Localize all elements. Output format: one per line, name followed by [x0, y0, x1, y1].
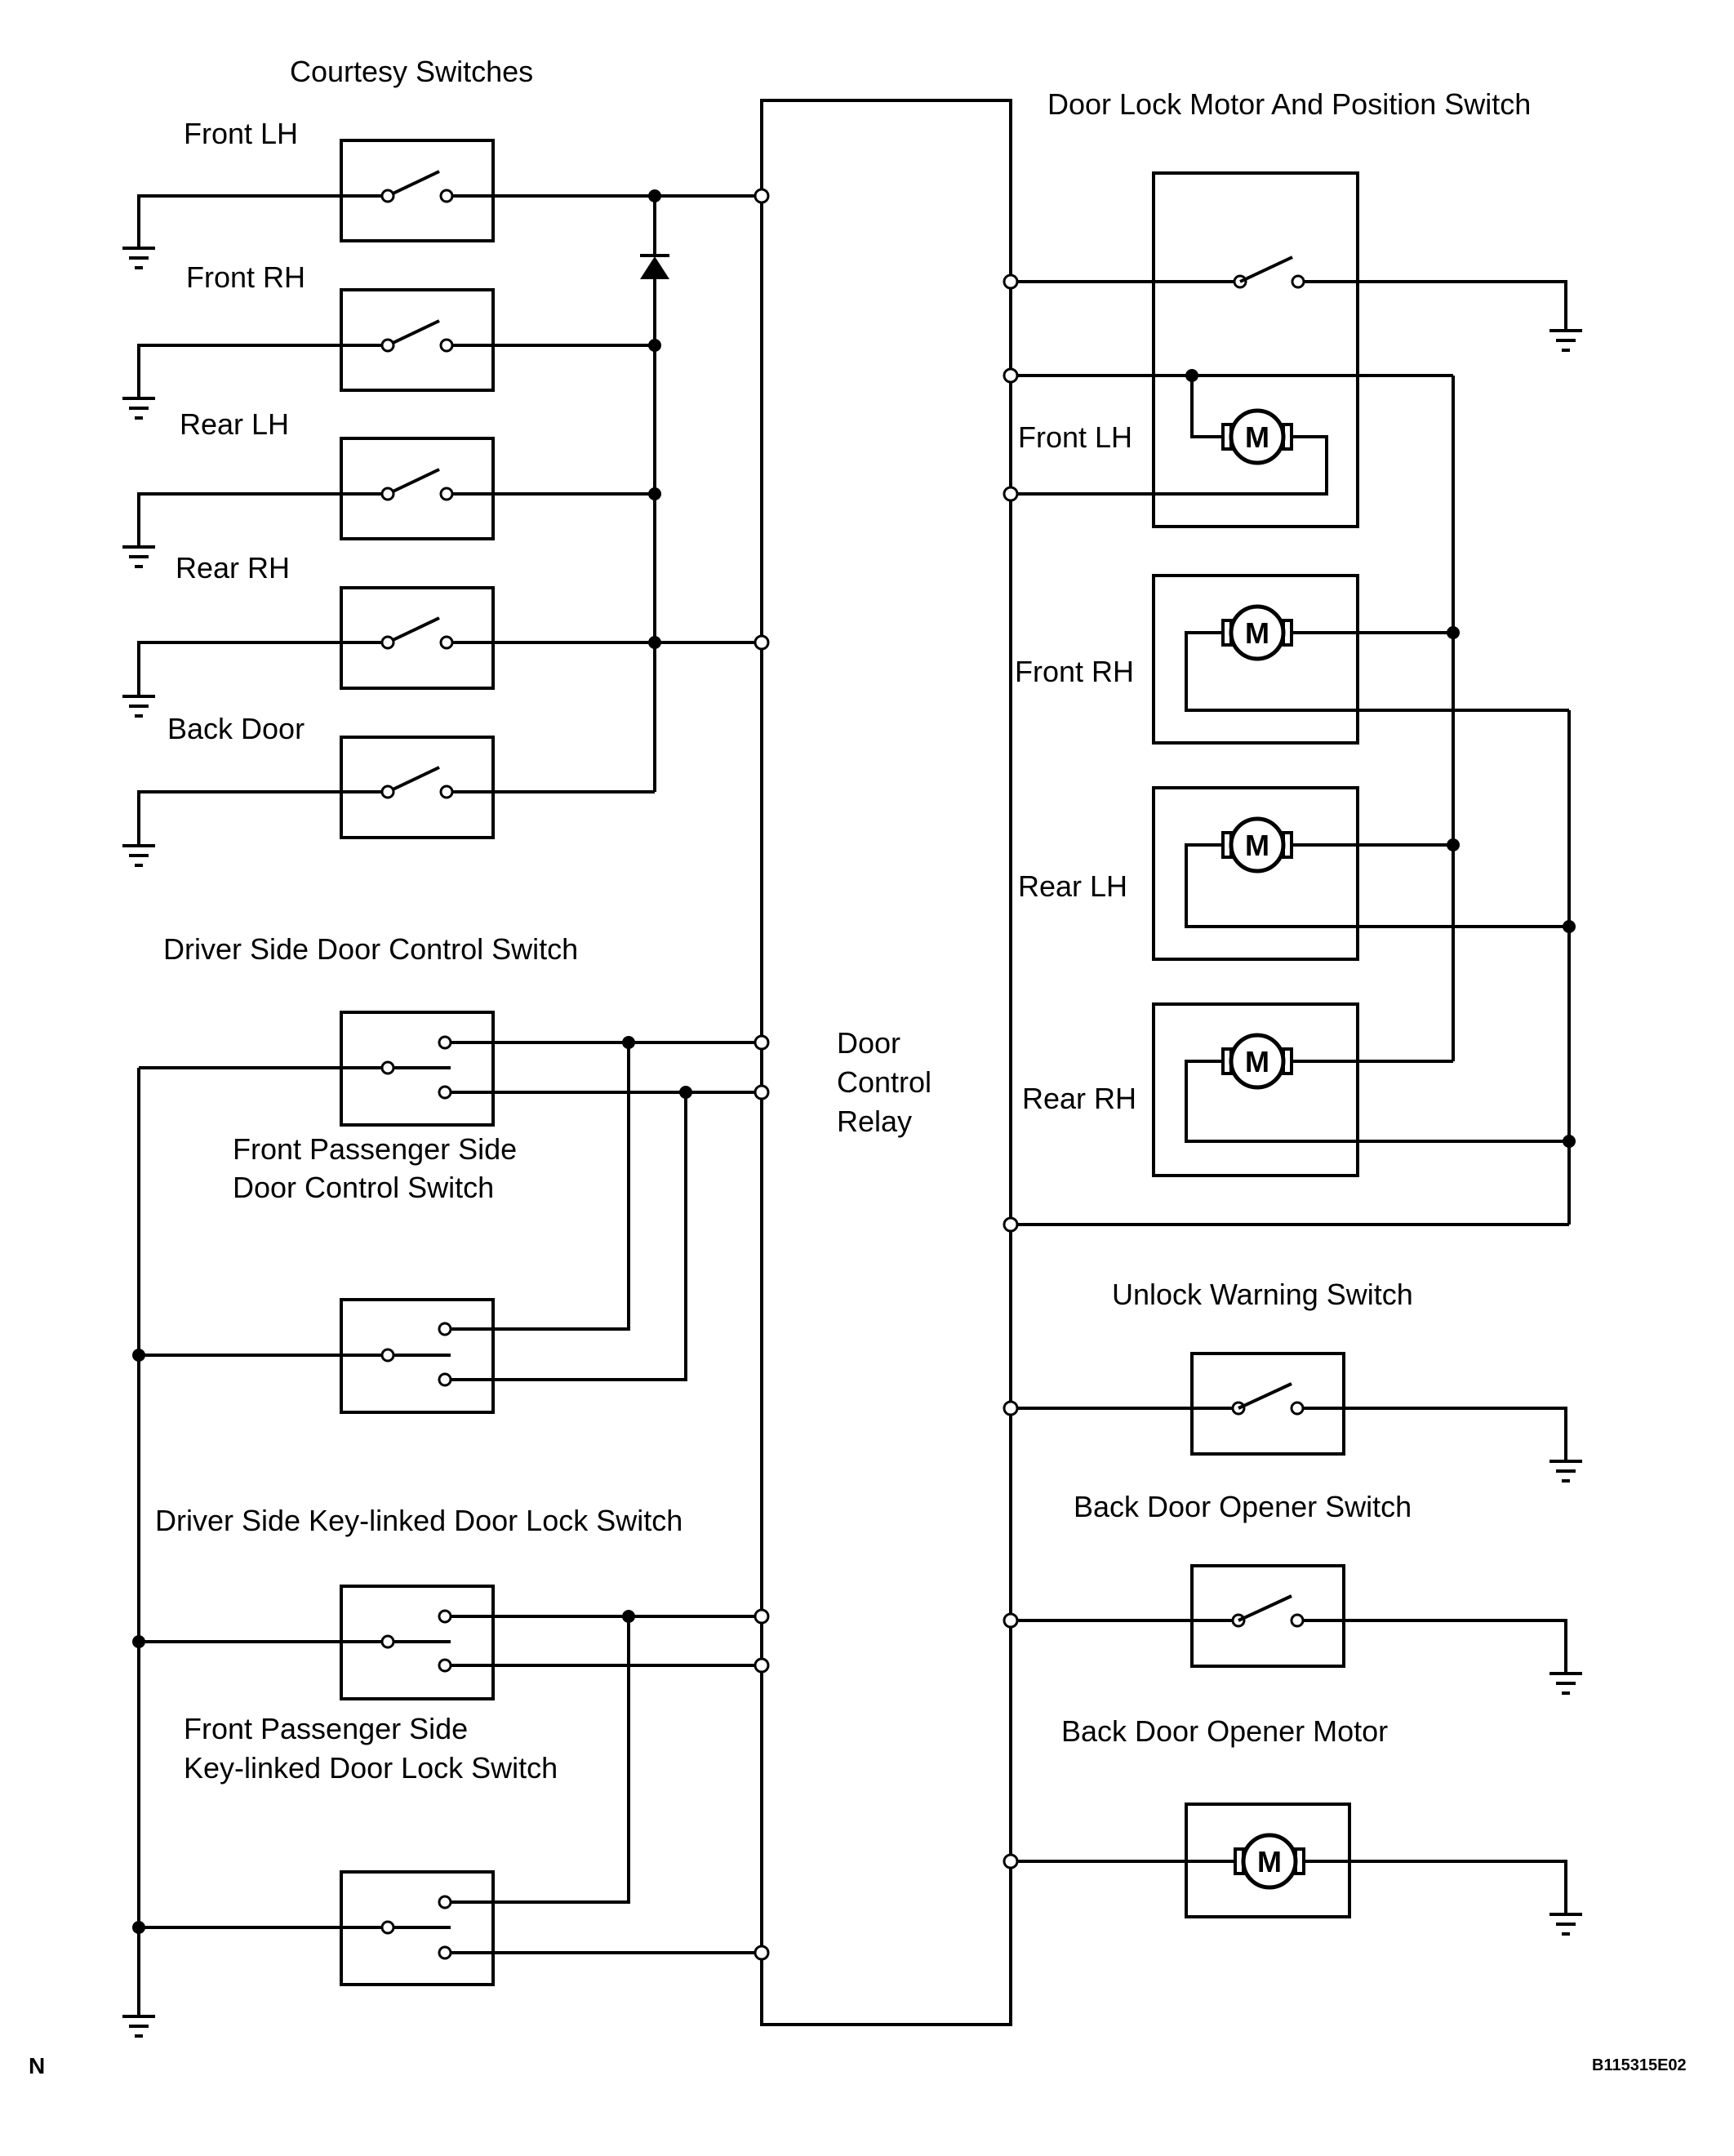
- courtesy-switches-title: Courtesy Switches: [290, 55, 533, 88]
- back-door-opener-switch-title: Back Door Opener Switch: [1074, 1490, 1412, 1523]
- switch-ground-bus: [122, 1068, 155, 2038]
- courtesy-bus: [493, 188, 770, 793]
- passenger-door-control-title-1: Front Passenger Side: [233, 1132, 517, 1166]
- ground-icon: [122, 2015, 155, 2038]
- passenger-door-control-switch: [139, 1036, 692, 1414]
- motor-front-rh: Front RH M: [1015, 574, 1569, 745]
- motor-front-rh-label: Front RH: [1015, 655, 1134, 688]
- passenger-door-control-title-2: Door Control Switch: [233, 1171, 494, 1204]
- ground-icon: [1549, 1672, 1582, 1695]
- ground-icon: [1549, 1460, 1582, 1483]
- courtesy-switch-back-door: Back Door: [122, 712, 495, 867]
- unlock-warning-title: Unlock Warning Switch: [1112, 1278, 1413, 1311]
- svg-text:M: M: [1257, 1845, 1282, 1878]
- courtesy-switch-front-lh: Front LH: [122, 117, 495, 269]
- passenger-key-linked-switch: [139, 1610, 770, 1986]
- driver-door-control-switch: [139, 1011, 770, 1127]
- unlock-warning-switch: [1003, 1352, 1582, 1483]
- motor-front-lh-with-position-switch: Front LH M: [1003, 171, 1582, 528]
- ground-icon: [1549, 329, 1582, 352]
- motor-section-title: Door Lock Motor And Position Switch: [1047, 87, 1531, 121]
- motor-buses: [1003, 376, 1571, 1233]
- driver-door-control-title: Driver Side Door Control Switch: [163, 932, 578, 966]
- ground-icon: [122, 844, 155, 867]
- courtesy-front-rh-label: Front RH: [186, 260, 305, 294]
- ground-icon: [122, 545, 155, 568]
- passenger-key-linked-title-1: Front Passenger Side: [184, 1712, 468, 1745]
- driver-key-linked-title: Driver Side Key-linked Door Lock Switch: [155, 1504, 682, 1537]
- courtesy-back-door-label: Back Door: [167, 712, 305, 745]
- back-door-opener-switch: [1003, 1564, 1582, 1695]
- courtesy-switch-front-rh: Front RH: [122, 260, 495, 420]
- motor-icon: M: [1221, 1033, 1293, 1090]
- courtesy-rear-rh-label: Rear RH: [176, 551, 290, 585]
- motor-rear-rh: Rear RH M: [1022, 1002, 1576, 1177]
- svg-text:M: M: [1245, 829, 1269, 862]
- svg-text:M: M: [1245, 616, 1269, 650]
- svg-text:M: M: [1245, 420, 1269, 454]
- diode-icon: [640, 254, 669, 279]
- motor-rear-lh: Rear LH M: [1018, 786, 1576, 961]
- door-control-relay-box: [760, 99, 1012, 2026]
- ground-icon: [1549, 1913, 1582, 1936]
- motor-front-lh-label: Front LH: [1018, 420, 1132, 454]
- motor-icon: M: [1221, 408, 1293, 465]
- figure-code: B115315E02: [1592, 2056, 1687, 2074]
- driver-key-linked-switch: [139, 1585, 770, 1700]
- relay-label-line2: Control: [837, 1065, 931, 1099]
- relay-label-line3: Relay: [837, 1105, 912, 1138]
- ground-icon: [122, 397, 155, 420]
- courtesy-front-lh-label: Front LH: [184, 117, 298, 150]
- relay-label-line1: Door: [837, 1026, 900, 1060]
- courtesy-switch-rear-rh: Rear RH: [122, 551, 495, 718]
- back-door-opener-motor-title: Back Door Opener Motor: [1061, 1714, 1388, 1748]
- motor-icon: M: [1234, 1833, 1305, 1890]
- corner-label-n: N: [29, 2053, 45, 2078]
- motor-rear-rh-label: Rear RH: [1022, 1082, 1136, 1115]
- courtesy-rear-lh-label: Rear LH: [180, 407, 289, 441]
- svg-text:M: M: [1245, 1045, 1269, 1078]
- motor-icon: M: [1221, 604, 1293, 661]
- back-door-opener-motor: M: [1003, 1803, 1582, 1936]
- passenger-key-linked-title-2: Key-linked Door Lock Switch: [184, 1751, 558, 1785]
- ground-icon: [122, 695, 155, 718]
- ground-icon: [122, 247, 155, 269]
- courtesy-switch-rear-lh: Rear LH: [122, 407, 495, 568]
- motor-rear-lh-label: Rear LH: [1018, 869, 1127, 903]
